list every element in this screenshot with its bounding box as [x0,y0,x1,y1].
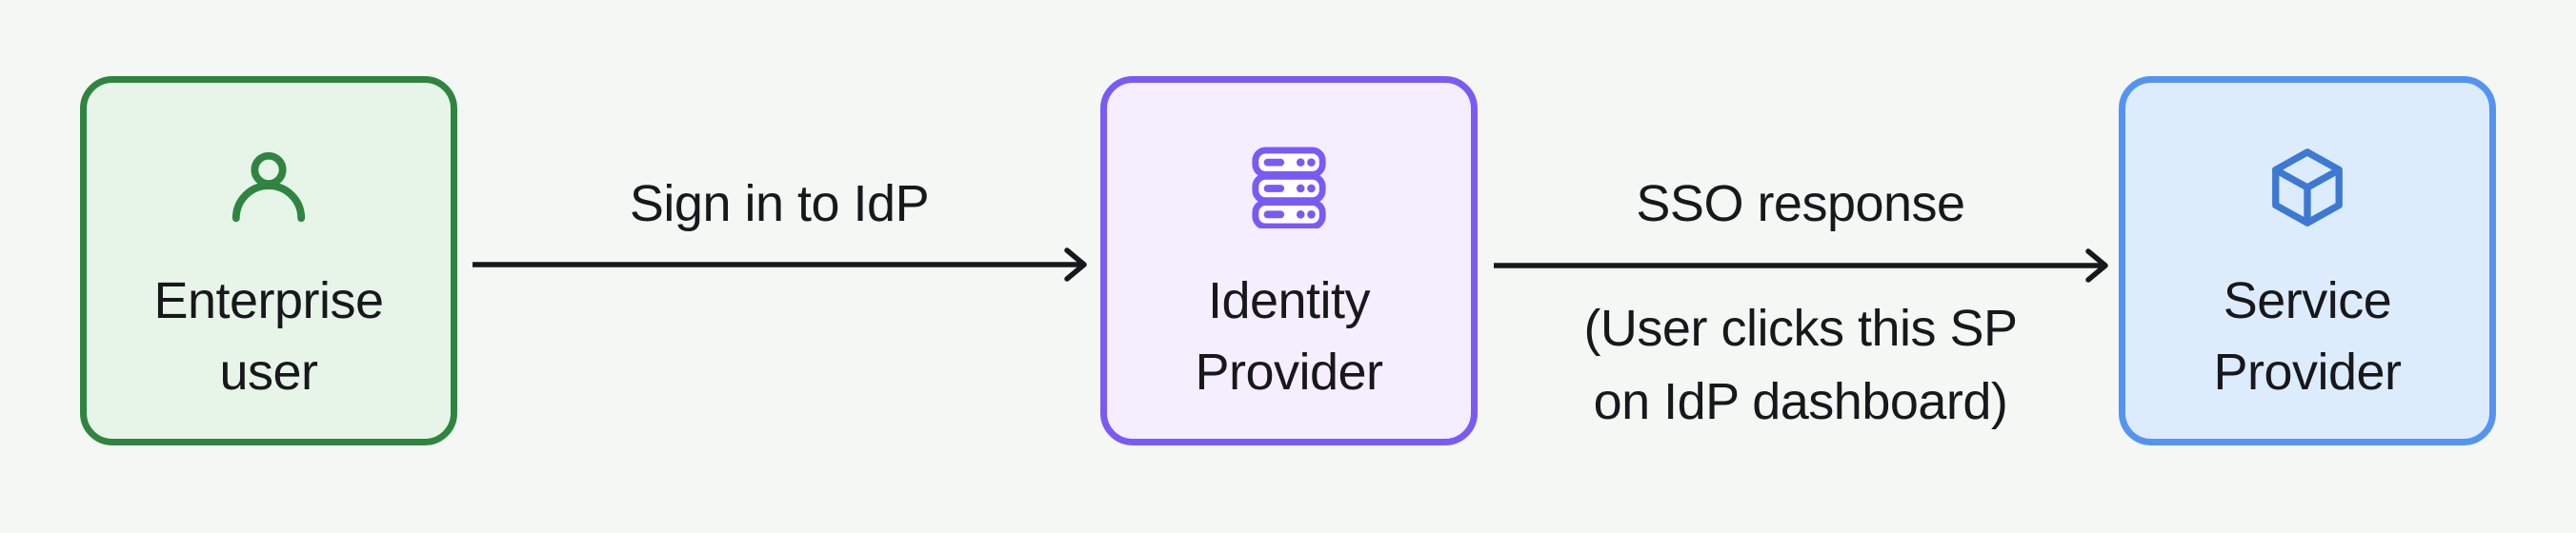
edge-label-sso-response: SSO response [1636,175,1965,232]
label-line: Enterprise [153,272,384,329]
edge-sublabel-sso-response: (User clicks this SP on IdP dashboard) [1494,292,2107,439]
label-line: Identity [1207,272,1371,329]
label-line: Provider [2213,344,2402,401]
node-label: Service Provider [2125,266,2489,408]
label-line: Provider [1195,344,1383,401]
user-icon [231,151,306,223]
arrow-sso-response [1494,248,2108,283]
label-line: on IdP dashboard) [1593,373,2008,430]
arrow-sign-in-to-idp [473,247,1087,282]
server-icon [1252,147,1326,228]
node-service-provider: Service Provider [2119,76,2496,445]
label-line: (User clicks this SP [1583,300,2018,357]
node-label: Enterprise user [87,266,451,408]
cube-icon [2272,148,2343,227]
label-line: Service [2223,272,2392,329]
node-label: Identity Provider [1107,266,1471,408]
edge-label-sign-in-to-idp: Sign in to IdP [629,175,930,232]
node-identity-provider: Identity Provider [1100,76,1478,445]
label-line: user [219,344,318,401]
node-enterprise-user: Enterprise user [80,76,457,445]
